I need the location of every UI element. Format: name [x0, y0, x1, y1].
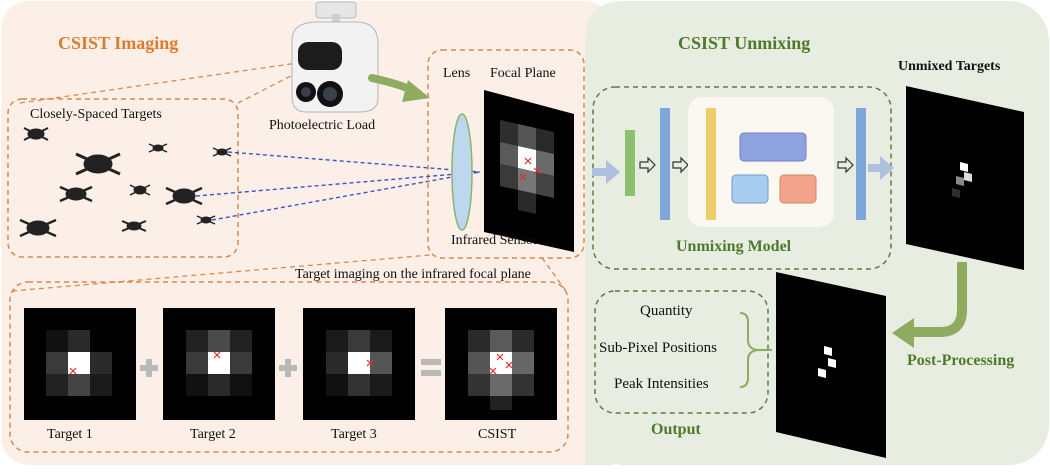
- patch-target-3: [303, 308, 415, 420]
- sensor-box: [427, 49, 585, 259]
- targets-box: [7, 98, 239, 258]
- arrow-icon: [672, 156, 689, 174]
- patch-label-target-1: Target 1: [47, 427, 93, 442]
- blue-bar-1: [660, 108, 670, 220]
- light-rays: [195, 151, 481, 221]
- lens-icon: [451, 113, 473, 231]
- yellow-bar: [706, 108, 716, 220]
- green-bar: [625, 130, 635, 196]
- model-box: [592, 86, 892, 270]
- blue-block: [731, 174, 769, 204]
- patch-target-2: [163, 308, 275, 420]
- photoelectric-load-icon: [291, 1, 379, 113]
- plus-icon: [279, 359, 297, 377]
- imaging-title: CSIST Imaging: [58, 33, 179, 53]
- focal-plane-image: [484, 90, 574, 252]
- focal-plane-label: Focal Plane: [490, 66, 556, 81]
- orange-block: [779, 174, 817, 204]
- arrow-icon: [639, 156, 656, 174]
- post-processing-arrow: [912, 262, 967, 337]
- output-item-quantity: Quantity: [640, 303, 693, 319]
- purple-block: [739, 132, 807, 162]
- patch-csist: [445, 308, 557, 420]
- patch-label-csist: CSIST: [478, 427, 517, 442]
- sensor-label: Infrared Sensor: [451, 233, 538, 248]
- unmixed-targets-image: [906, 86, 1024, 270]
- output-item-intensities: Peak Intensities: [614, 376, 709, 392]
- output-item-positions: Sub-Pixel Positions: [599, 340, 717, 356]
- output-box: [594, 290, 769, 414]
- post-processing-label: Post-Processing: [907, 352, 1015, 369]
- input-arrow: [592, 160, 620, 184]
- blue-bar-2: [856, 108, 866, 220]
- output-arrow: [868, 156, 894, 180]
- output-label: Output: [651, 421, 701, 438]
- patch-label-target-2: Target 2: [190, 427, 236, 442]
- patch-target-1: [24, 308, 136, 420]
- targets-label: Closely-Spaced Targets: [30, 107, 162, 122]
- drone-icons: [19, 127, 232, 238]
- lens-label: Lens: [443, 66, 471, 81]
- focal-imaging-subtitle: Target imaging on the infrared focal pla…: [295, 267, 531, 282]
- load-label: Photoelectric Load: [269, 118, 376, 133]
- model-label: Unmixing Model: [676, 238, 792, 255]
- output-image: [776, 272, 886, 458]
- focal-imaging-box: [9, 281, 569, 453]
- plus-icon: [140, 359, 158, 377]
- patch-label-target-3: Target 3: [331, 427, 377, 442]
- unmixed-targets-label: Unmixed Targets: [898, 59, 1001, 74]
- equals-icon: [421, 359, 441, 376]
- unmixing-title: CSIST Unmixing: [678, 33, 811, 53]
- arrow-icon: [837, 156, 854, 174]
